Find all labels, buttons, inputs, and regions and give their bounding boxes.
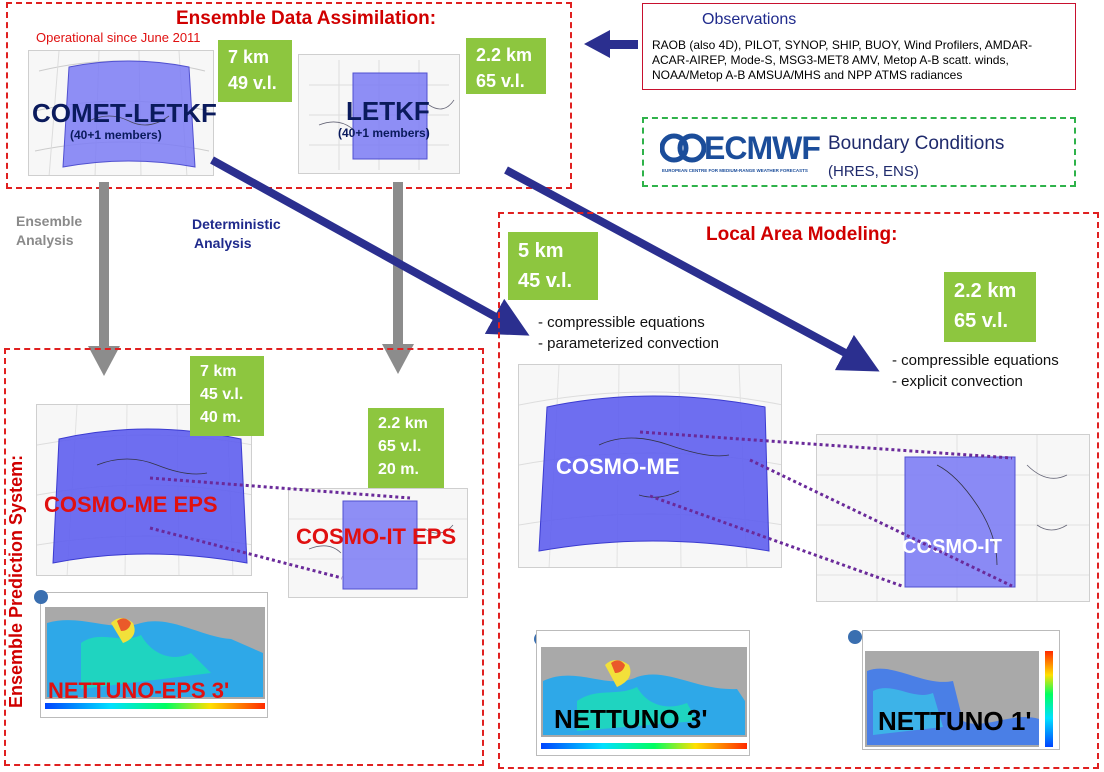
comet-letkf-members: (40+1 members) — [70, 128, 162, 142]
letkf-badge: 2.2 km 65 v.l. — [466, 38, 546, 94]
deterministic-analysis-label: Deterministic Analysis — [192, 215, 281, 253]
ensemble-analysis-arrow — [88, 182, 120, 376]
observations-line: RAOB (also 4D), PILOT, SYNOP, SHIP, BUOY… — [652, 38, 1033, 52]
it-eps-members: 20 m. — [378, 461, 419, 478]
cosmo-it-eps-map — [288, 488, 468, 598]
letkf-members: (40+1 members) — [338, 126, 430, 140]
lam-box — [498, 212, 1099, 769]
letkf-res: 2.2 km — [476, 45, 533, 65]
lam-me-res: 5 km — [518, 240, 564, 262]
me-eps-res: 7 km — [200, 363, 237, 380]
ecmwf-swirl-icon — [660, 133, 706, 163]
cosmo-it-map — [816, 434, 1090, 602]
nettuno-eps-label: NETTUNO-EPS 3' — [48, 678, 230, 703]
eda-operational: Operational since June 2011 — [36, 30, 201, 45]
cosmo-it-eps-label: COSMO-IT EPS — [296, 524, 457, 549]
observations-line: NOAA/Metop A-B AMSUA/MHS and NPP ATMS ra… — [652, 68, 963, 82]
lam-me-badge: 5 km 45 v.l. — [508, 232, 598, 300]
ensemble-analysis-line2: Analysis — [16, 232, 74, 248]
observations-list: RAOB (also 4D), PILOT, SYNOP, SHIP, BUOY… — [652, 38, 1032, 83]
cosmo-me-label: COSMO-ME — [556, 454, 680, 479]
deterministic-line2: Analysis — [194, 235, 252, 251]
comet-letkf-map — [28, 50, 214, 176]
letkf-label: LETKF — [346, 96, 430, 126]
ecmwf-logo-sub: EUROPEAN CENTRE FOR MEDIUM-RANGE WEATHER… — [662, 168, 808, 173]
observations-arrow — [584, 30, 638, 58]
lam-it-res: 2.2 km — [954, 280, 1017, 302]
cosmo-it-label: COSMO-IT — [902, 536, 1002, 558]
cosmo-me-eps-label: COSMO-ME EPS — [44, 492, 218, 517]
ensemble-analysis-line1: Ensemble — [16, 213, 83, 229]
observations-line: ACAR-AIREP, Mode-S, MSG3-MET8 AMV, Metop… — [652, 53, 1009, 67]
comet-levels: 49 v.l. — [228, 73, 277, 93]
lam-it-levels: 65 v.l. — [954, 310, 1009, 332]
nettuno-eps-logo-icon — [34, 590, 48, 604]
ecmwf-sub: (HRES, ENS) — [828, 163, 919, 180]
comet-res: 7 km — [228, 47, 270, 67]
lam-it-bullet: - compressible equations — [892, 352, 1059, 369]
observations-box — [642, 3, 1076, 90]
eda-title: Ensemble Data Assimilation: — [176, 8, 437, 29]
it-eps-levels: 65 v.l. — [378, 438, 422, 455]
ensemble-analysis-label: Ensemble Analysis — [16, 212, 82, 250]
lam-title: Local Area Modeling: — [706, 224, 898, 245]
lam-me-bullet: - compressible equations — [538, 314, 705, 331]
lam-me-levels: 45 v.l. — [518, 270, 573, 292]
comet-letkf-badge: 7 km 49 v.l. — [218, 40, 292, 102]
cosmo-me-eps-badge: 7 km 45 v.l. 40 m. — [190, 356, 264, 436]
lam-it-bullet: - explicit convection — [892, 373, 1023, 390]
ecmwf-logo-text: ECMWF — [704, 130, 821, 166]
it-eps-res: 2.2 km — [378, 415, 428, 432]
eps-zoom-lines — [149, 476, 411, 580]
nettuno-eps-map — [40, 592, 268, 718]
cosmo-me-map — [518, 364, 782, 568]
ensemble-analysis-arrow-2 — [382, 182, 414, 374]
ecmwf-title: Boundary Conditions — [828, 133, 1005, 154]
nettuno1-label: NETTUNO 1' — [878, 706, 1032, 736]
nettuno3-label: NETTUNO 3' — [554, 704, 708, 734]
lam-it-badge: 2.2 km 65 v.l. — [944, 272, 1036, 342]
cosmo-it-eps-badge: 2.2 km 65 v.l. 20 m. — [368, 408, 444, 488]
lam-me-bullet: - parameterized convection — [538, 335, 719, 352]
me-eps-levels: 45 v.l. — [200, 386, 244, 403]
lam-me-bullets: - compressible equations - parameterized… — [538, 312, 719, 354]
me-eps-members: 40 m. — [200, 409, 241, 426]
nettuno3-map — [536, 630, 750, 756]
letkf-levels: 65 v.l. — [476, 71, 525, 91]
eps-box — [4, 348, 484, 766]
comet-letkf-label: COMET-LETKF — [32, 98, 217, 128]
ecmwf-logo: ECMWF EUROPEAN CENTRE FOR MEDIUM-RANGE W… — [658, 126, 821, 178]
observations-title: Observations — [702, 11, 797, 28]
deterministic-line1: Deterministic — [192, 216, 281, 232]
lam-zoom-lines — [639, 430, 1013, 588]
lam-it-bullets: - compressible equations - explicit conv… — [892, 350, 1059, 392]
nettuno1-map — [862, 630, 1060, 750]
nettuno1-logo-icon — [848, 630, 862, 644]
